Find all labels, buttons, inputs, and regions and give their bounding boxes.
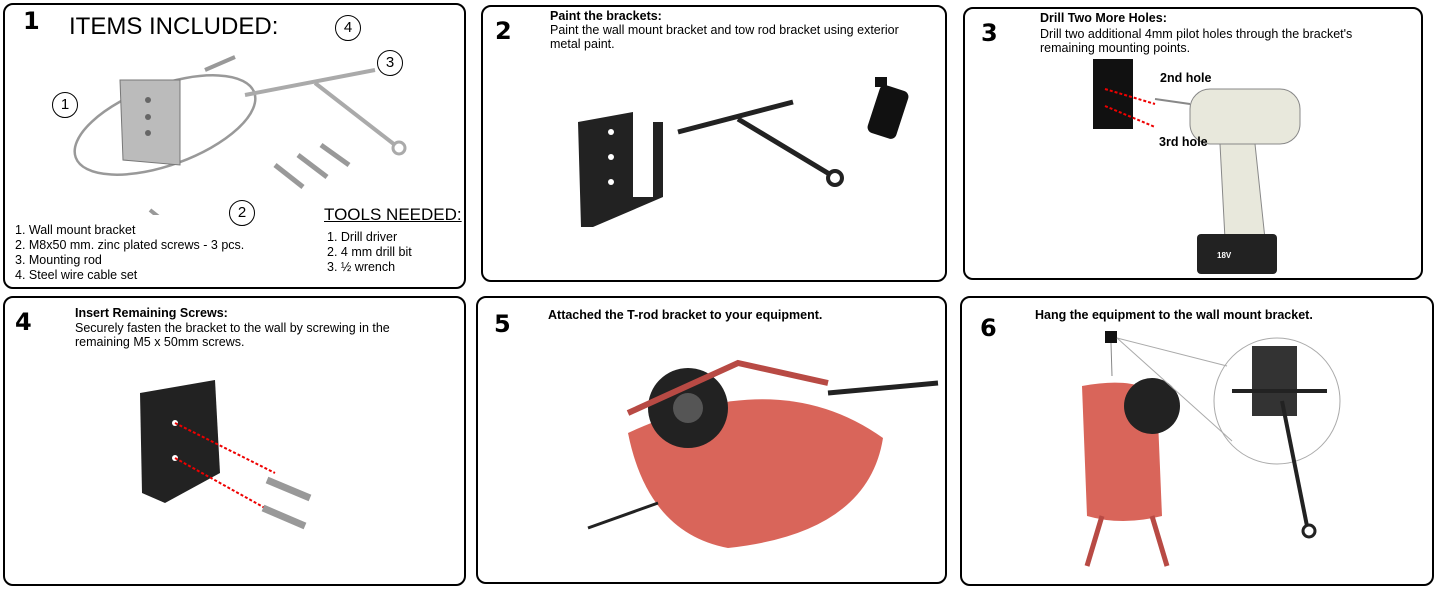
step-number: 1 <box>23 7 40 35</box>
tool: 2. 4 mm drill bit <box>327 245 412 259</box>
panel-step-4: 4 Insert Remaining Screws: Securely fast… <box>3 296 466 586</box>
step-number: 2 <box>495 17 512 45</box>
step-title: Paint the brackets: <box>550 9 662 23</box>
painted-brackets-illustration <box>578 77 909 227</box>
callout-3: 3 <box>377 50 403 76</box>
callout-2: 2 <box>229 200 255 226</box>
items-list: 1. Wall mount bracket 2. M8x50 mm. zinc … <box>15 223 244 283</box>
tools-title: TOOLS NEEDED: <box>324 205 462 224</box>
items-title: ITEMS INCLUDED: <box>69 13 279 40</box>
step-number: 6 <box>980 314 997 342</box>
label-2nd-hole: 2nd hole <box>1160 71 1212 85</box>
panel-items-included: 1 ITEMS INCLUDED: 1 2 3 4 1. Wall mount … <box>3 3 466 289</box>
tool: 1. Drill driver <box>327 230 398 244</box>
panel-step-2: 2 Paint the brackets: Paint the wall mou… <box>481 5 947 282</box>
step-number: 4 <box>15 308 32 336</box>
callout-1: 1 <box>52 92 78 118</box>
tools-list: 1. Drill driver 2. 4 mm drill bit 3. ½ w… <box>327 230 412 275</box>
step-title: Attached the T-rod bracket to your equip… <box>548 308 823 322</box>
item: 3. Mounting rod <box>15 253 102 267</box>
panel-step-6: 6 Hang the equipment to the wall mount b… <box>960 296 1434 586</box>
step-number: 3 <box>981 19 998 47</box>
step-title: Drill Two More Holes: <box>1040 11 1167 25</box>
items-illustration <box>73 55 407 215</box>
step-text: Securely fasten the bracket to the wall … <box>75 321 390 349</box>
item: 1. Wall mount bracket <box>15 223 136 237</box>
hanging-illustration <box>1082 331 1341 567</box>
step-title: Hang the equipment to the wall mount bra… <box>1035 308 1313 322</box>
callout-4: 4 <box>335 15 361 41</box>
wheelbarrow-illustration <box>587 359 939 548</box>
tool: 3. ½ wrench <box>327 260 396 274</box>
panel-step-3: 3 Drill Two More Holes: Drill two additi… <box>963 7 1423 280</box>
screws-illustration <box>140 380 312 530</box>
drill-illustration <box>1093 59 1301 274</box>
step-title: Insert Remaining Screws: <box>75 306 228 320</box>
item: 2. M8x50 mm. zinc plated screws - 3 pcs. <box>15 238 245 252</box>
item: 4. Steel wire cable set <box>15 268 138 282</box>
step-text: Paint the wall mount bracket and tow rod… <box>550 23 899 51</box>
panel-step-5: 5 Attached the T-rod bracket to your equ… <box>476 296 947 584</box>
battery-label: 18V <box>1217 251 1232 260</box>
step-number: 5 <box>494 310 511 338</box>
label-3rd-hole: 3rd hole <box>1159 135 1208 149</box>
step-text: Drill two additional 4mm pilot holes thr… <box>1040 27 1353 55</box>
